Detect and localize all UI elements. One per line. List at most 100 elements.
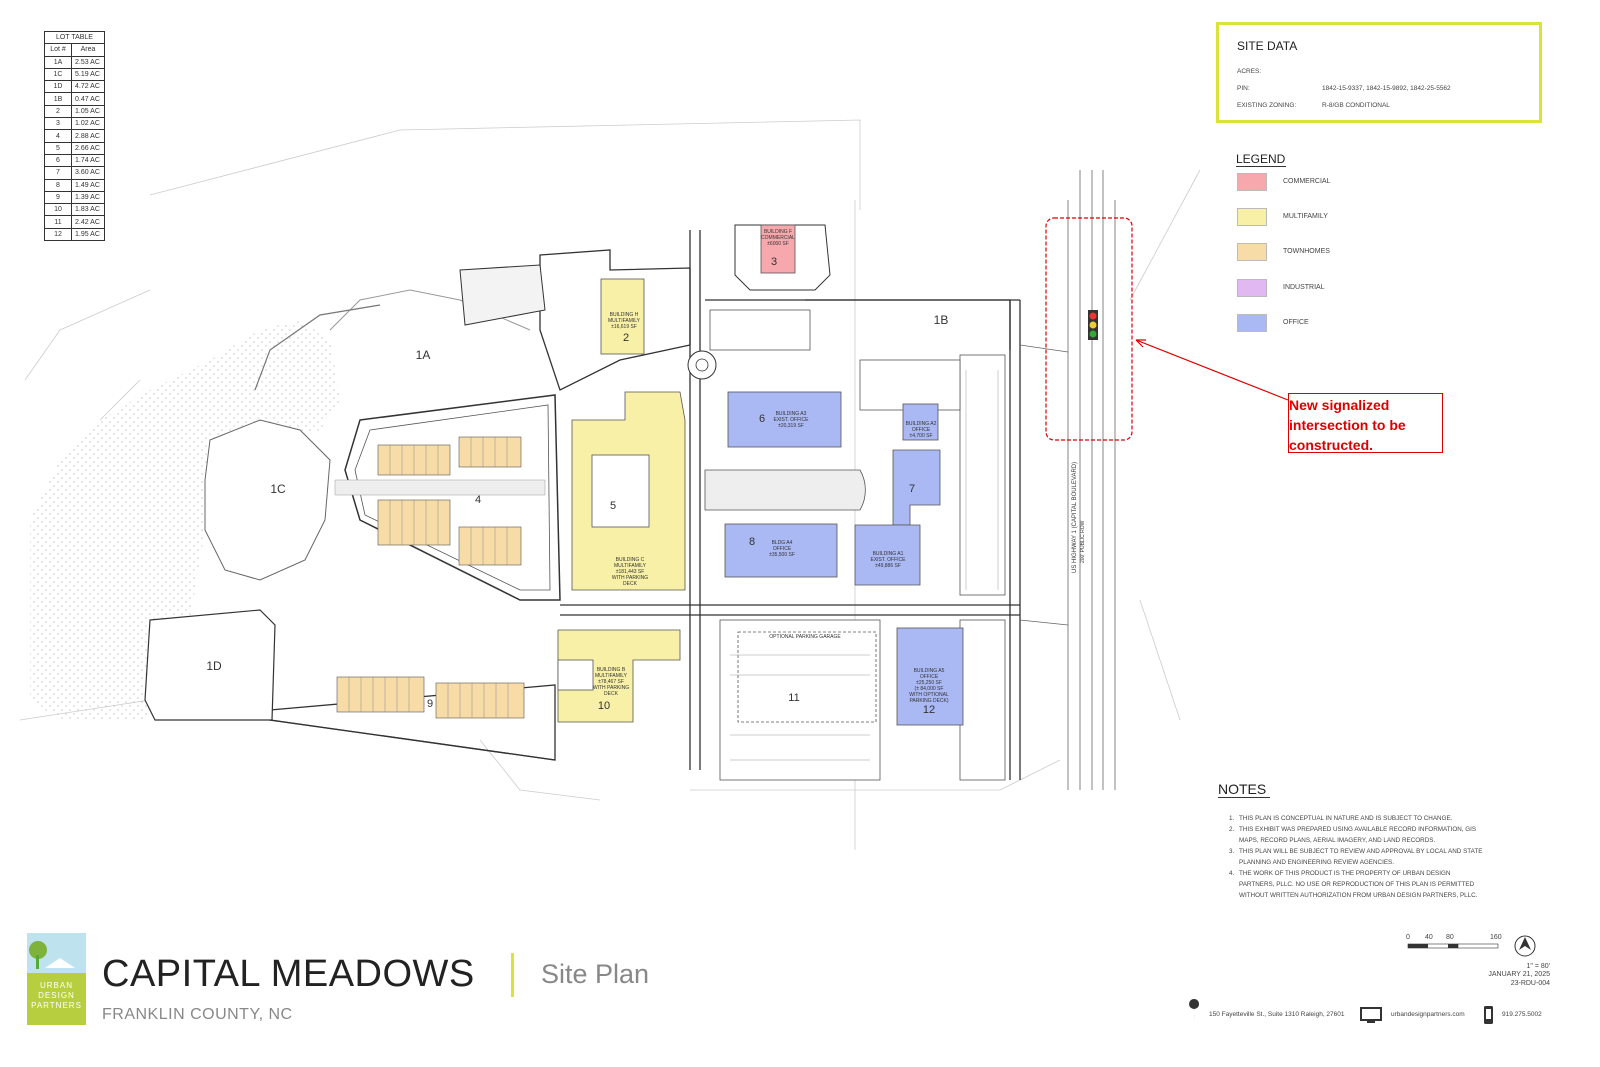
- list-item: 1.THIS PLAN IS CONCEPTUAL IN NATURE AND …: [1229, 813, 1487, 824]
- building-2: [600, 278, 645, 355]
- phone-icon: [1484, 1006, 1493, 1024]
- title-divider: [511, 953, 514, 997]
- location-icon: [1189, 999, 1200, 1024]
- building-7-a2: [902, 403, 939, 441]
- area-cell: 2.42 AC: [71, 215, 105, 229]
- highway-label: US HIGHWAY 1 (CAPITAL BOULEVARD): [1072, 461, 1078, 573]
- footer-website[interactable]: urbandesignpartners.com: [1391, 1011, 1465, 1018]
- legend-swatch-commercial: [1237, 173, 1267, 191]
- building-12-label: BUILDING A5 OFFICE ±25,250 SF (± 84,000 …: [909, 668, 949, 704]
- building-6: [727, 391, 842, 448]
- lot-label-1c: 1C: [270, 482, 286, 496]
- logo-text: URBAN DESIGN PARTNERS: [31, 981, 82, 1010]
- area-cell: 1.39 AC: [71, 190, 105, 205]
- legend-title: LEGEND: [1236, 152, 1286, 166]
- building-a1: [854, 524, 921, 586]
- lot-cell: 4: [44, 129, 72, 143]
- legend-label-multifamily: MULTIFAMILY: [1283, 213, 1328, 220]
- project-title: CAPITAL MEADOWS: [102, 953, 475, 995]
- scale-tick-80: 80: [1446, 934, 1454, 941]
- legend-swatch-office: [1237, 314, 1267, 332]
- list-item: 3.THIS PLAN WILL BE SUBJECT TO REVIEW AN…: [1229, 846, 1487, 868]
- area-cell: 1.05 AC: [71, 104, 105, 119]
- north-arrow-icon: [1514, 935, 1536, 957]
- building-6-label: BUILDING A3 EXIST. OFFICE ±20,319 SF: [773, 411, 809, 429]
- urban-design-partners-logo: URBAN DESIGN PARTNERS: [27, 933, 86, 1025]
- note-text: THE WORK OF THIS PRODUCT IS THE PROPERTY…: [1239, 870, 1478, 899]
- building-3: [760, 224, 796, 274]
- footer-address: 150 Fayetteville St., Suite 1310 Raleigh…: [1209, 1011, 1345, 1018]
- area-cell: 1.74 AC: [71, 153, 105, 168]
- building-12-number: 12: [922, 704, 936, 716]
- callout-line-3: constructed.: [1289, 437, 1374, 453]
- highway: [1019, 170, 1116, 790]
- building-10-number: 10: [597, 700, 611, 712]
- area-cell: 2.53 AC: [71, 55, 105, 69]
- building-8-number: 8: [748, 536, 756, 548]
- lot-column-header: Lot #: [44, 43, 72, 57]
- callout-arrow: [1135, 339, 1289, 401]
- notes-list: 1.THIS PLAN IS CONCEPTUAL IN NATURE AND …: [1229, 813, 1487, 901]
- buildings: [557, 224, 964, 726]
- loop-road: [344, 394, 561, 601]
- monitor-icon: [1360, 1007, 1382, 1023]
- building-12: [896, 627, 964, 726]
- building-10: [557, 629, 681, 723]
- area-cell: 1.02 AC: [71, 117, 105, 131]
- area-cell: 2.66 AC: [71, 141, 105, 155]
- area-cell: 1.83 AC: [71, 203, 105, 217]
- building-10-label: BUILDING B MULTIFAMILY ±78,467 SF WITH P…: [592, 667, 630, 697]
- lot-table-caption: LOT TABLE: [44, 30, 105, 45]
- legend-swatch-townhomes: [1237, 243, 1267, 261]
- area-cell: 2.88 AC: [71, 129, 105, 143]
- lot-cell: 11: [44, 215, 72, 229]
- plaza: [704, 469, 866, 511]
- area-cell: 0.47 AC: [71, 92, 105, 106]
- legend-label-industrial: INDUSTRIAL: [1283, 284, 1325, 291]
- parking-areas: [709, 309, 1006, 781]
- job-number: 23-RDU-004: [1510, 980, 1550, 987]
- project-location: FRANKLIN COUNTY, NC: [102, 1006, 293, 1023]
- signal-callout-box: New signalized intersection to be constr…: [1288, 393, 1443, 453]
- acres-label: ACRES:: [1237, 68, 1262, 75]
- area-cell: 1.49 AC: [71, 178, 105, 192]
- legend-swatch-multifamily: [1237, 208, 1267, 226]
- traffic-signal-icon: [1088, 310, 1098, 340]
- building-11-label: OPTIONAL PARKING GARAGE: [769, 634, 841, 640]
- zoning-label: EXISTING ZONING:: [1237, 102, 1297, 109]
- area-column-header: Area: [71, 43, 105, 57]
- building-6-number: 6: [758, 413, 766, 425]
- lot-cell: 12: [44, 227, 72, 242]
- scale-text: 1" = 80': [1526, 963, 1550, 970]
- legend-label-commercial: COMMERCIAL: [1283, 178, 1331, 185]
- pin-label: PIN:: [1237, 85, 1250, 92]
- lot-cell: 1A: [44, 55, 72, 69]
- note-number: 3.: [1229, 848, 1235, 855]
- lot-label-1d: 1D: [206, 659, 222, 673]
- notes-underline: [1218, 797, 1270, 798]
- highway-row-label: 200' PUBLIC ROW: [1080, 520, 1086, 563]
- legend-underline: [1236, 166, 1286, 167]
- lot-cell: 9: [44, 190, 72, 205]
- site-data-title: SITE DATA: [1237, 39, 1298, 53]
- callout-line-2: intersection to be: [1289, 417, 1406, 433]
- lot-cell: 6: [44, 153, 72, 168]
- lot-4-number: 4: [474, 494, 482, 506]
- sheet-title: Site Plan: [541, 959, 650, 989]
- area-cell: 5.19 AC: [71, 67, 105, 82]
- note-text: THIS EXHIBIT WAS PREPARED USING AVAILABL…: [1239, 826, 1477, 844]
- building-3-number: 3: [770, 256, 778, 268]
- building-8: [724, 523, 838, 578]
- pin-value: 1842-15-9337, 1842-15-9892, 1842-25-5562: [1322, 85, 1451, 92]
